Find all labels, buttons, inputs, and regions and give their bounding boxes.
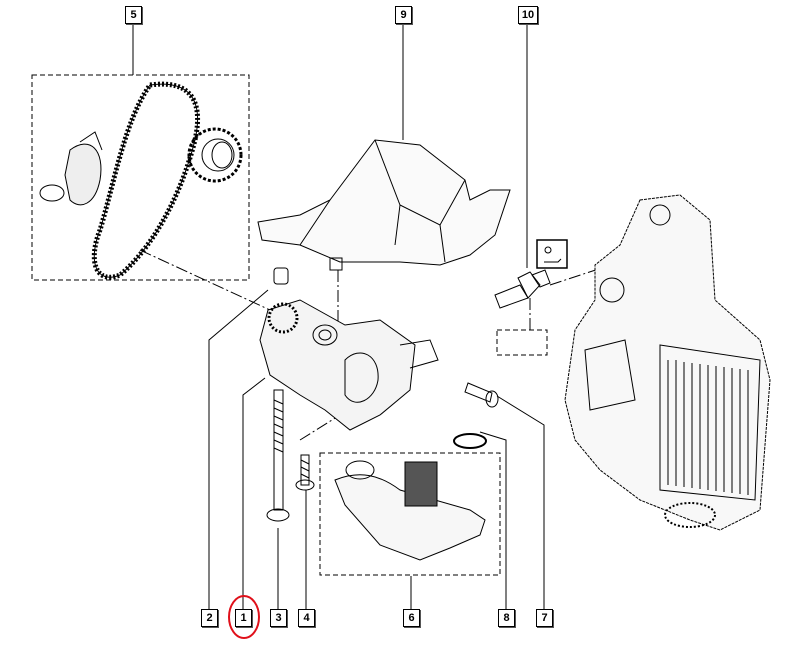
- highlight-circle: [228, 595, 260, 639]
- callout-6[interactable]: 6: [403, 609, 420, 627]
- engine-block-oil-cooler: [564, 194, 771, 531]
- callout-4[interactable]: 4: [298, 609, 315, 627]
- oil-pump-part-1: [259, 267, 439, 431]
- oil-warning-icon: [536, 239, 568, 269]
- callout-5[interactable]: 5: [125, 6, 142, 24]
- bolts: [266, 382, 499, 522]
- callout-3[interactable]: 3: [270, 609, 287, 627]
- callout-1[interactable]: 1: [235, 609, 252, 627]
- leader-lines: [132, 22, 545, 610]
- baffle-part-9: [257, 139, 511, 271]
- o-ring-part-8: [453, 433, 487, 449]
- oil-pickup-part-6: [334, 433, 487, 561]
- callout-2[interactable]: 2: [201, 609, 218, 627]
- callout-9[interactable]: 9: [395, 6, 412, 24]
- chain-kit-group: [31, 74, 250, 281]
- sensor-placeholder: [496, 329, 548, 356]
- callout-7[interactable]: 7: [536, 609, 553, 627]
- callout-10[interactable]: 10: [518, 6, 538, 24]
- callout-8[interactable]: 8: [498, 609, 515, 627]
- oil-pickup-group: [319, 452, 501, 576]
- dashed-groups: [31, 74, 621, 576]
- timing-chain-part-5: [39, 81, 243, 280]
- oil-pressure-sensor-part-10: [494, 239, 568, 309]
